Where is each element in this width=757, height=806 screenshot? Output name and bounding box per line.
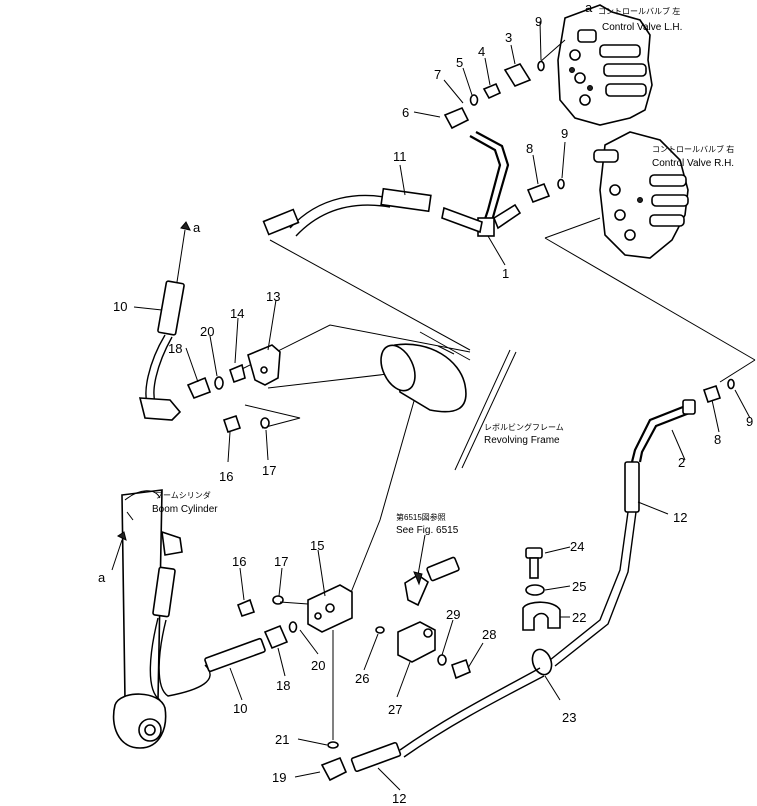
hose-11 <box>262 187 432 237</box>
callout-16-top: 16 <box>219 469 233 484</box>
pipe-2 <box>630 378 735 463</box>
callout-2: 2 <box>678 455 685 470</box>
callout-20-bottom: 20 <box>311 658 325 673</box>
see-fig-jp-label: 第6515図参照 <box>396 512 446 522</box>
callout-19: 19 <box>272 770 286 785</box>
callout-14: 14 <box>230 306 244 321</box>
hose-12-right <box>549 461 640 667</box>
hose-10-left <box>149 566 211 701</box>
arrow-a-left-head <box>117 531 127 541</box>
frame-break-line-1 <box>454 349 511 471</box>
callout-10-bottom: 10 <box>233 701 247 716</box>
callout-numbers: 3 4 5 7 6 9 11 8 9 1 10 13 14 20 18 16 1… <box>113 14 753 806</box>
control-valve-lh-label: Control Valve L.H. <box>602 22 682 33</box>
callout-9-top: 9 <box>535 14 542 29</box>
leader-lines <box>133 21 751 791</box>
callout-11: 11 <box>393 149 407 164</box>
callout-29: 29 <box>446 607 460 622</box>
callout-5: 5 <box>456 55 463 70</box>
callout-27: 27 <box>388 702 402 717</box>
callout-18-top: 18 <box>168 341 182 356</box>
callout-12-bottom: 12 <box>392 791 406 806</box>
callout-15: 15 <box>310 538 324 553</box>
boom-cylinder-jp-label: ブームシリンダ <box>155 490 211 500</box>
boom-cylinder <box>112 489 183 749</box>
boom-cylinder-label: Boom Cylinder <box>152 504 218 515</box>
callout-13: 13 <box>266 289 280 304</box>
see-fig-label: See Fig. 6515 <box>396 525 459 536</box>
control-valve-rh-jp-label: コントロールバルブ 右 <box>652 144 734 154</box>
callout-12-right: 12 <box>673 510 687 525</box>
callout-20-top: 20 <box>200 324 214 339</box>
top-fitting-chain <box>443 60 565 204</box>
control-valve-rh-label: Control Valve R.H. <box>652 158 734 169</box>
arrow-a-left-label: a <box>98 570 106 585</box>
callout-21: 21 <box>275 732 289 747</box>
callout-17-top: 17 <box>262 463 276 478</box>
callout-22: 22 <box>572 610 586 625</box>
arrow-a-valve-label: a <box>585 0 593 15</box>
hose-12-bottom <box>350 667 545 773</box>
control-valve-rh <box>593 131 689 259</box>
revolving-frame-tank <box>380 331 471 413</box>
control-valve-lh-jp-label: コントロールバルブ 左 <box>598 6 680 16</box>
revolving-frame-jp-label: レボルビングフレーム <box>484 422 564 432</box>
control-valve-lh <box>539 4 653 126</box>
callout-7: 7 <box>434 67 441 82</box>
callout-18-bottom: 18 <box>276 678 290 693</box>
clamp-parts <box>522 547 561 676</box>
callout-3: 3 <box>505 30 512 45</box>
callout-1: 1 <box>502 266 509 281</box>
pipe-1 <box>441 131 522 237</box>
callout-9-right: 9 <box>746 414 753 429</box>
callout-25: 25 <box>572 579 586 594</box>
callout-17-bottom: 17 <box>274 554 288 569</box>
callout-16-bottom: 16 <box>232 554 246 569</box>
arrow-a-top-label: a <box>193 220 201 235</box>
hose-10-bottom <box>204 621 298 673</box>
callout-8-right: 8 <box>714 432 721 447</box>
frame-break-line-2 <box>461 351 517 469</box>
callout-6: 6 <box>402 105 409 120</box>
callout-9-mid: 9 <box>561 126 568 141</box>
block-15 <box>236 584 385 782</box>
revolving-frame-label: Revolving Frame <box>484 435 560 446</box>
callout-4: 4 <box>478 44 485 59</box>
hose-10-top <box>138 221 191 421</box>
callout-10-top: 10 <box>113 299 127 314</box>
callout-23: 23 <box>562 710 576 725</box>
callout-8-top: 8 <box>526 141 533 156</box>
bracket-13 <box>186 344 281 434</box>
callout-26: 26 <box>355 671 369 686</box>
callout-24: 24 <box>570 539 584 554</box>
callout-28: 28 <box>482 627 496 642</box>
block-27 <box>397 534 471 680</box>
arrow-a-left <box>111 539 123 571</box>
